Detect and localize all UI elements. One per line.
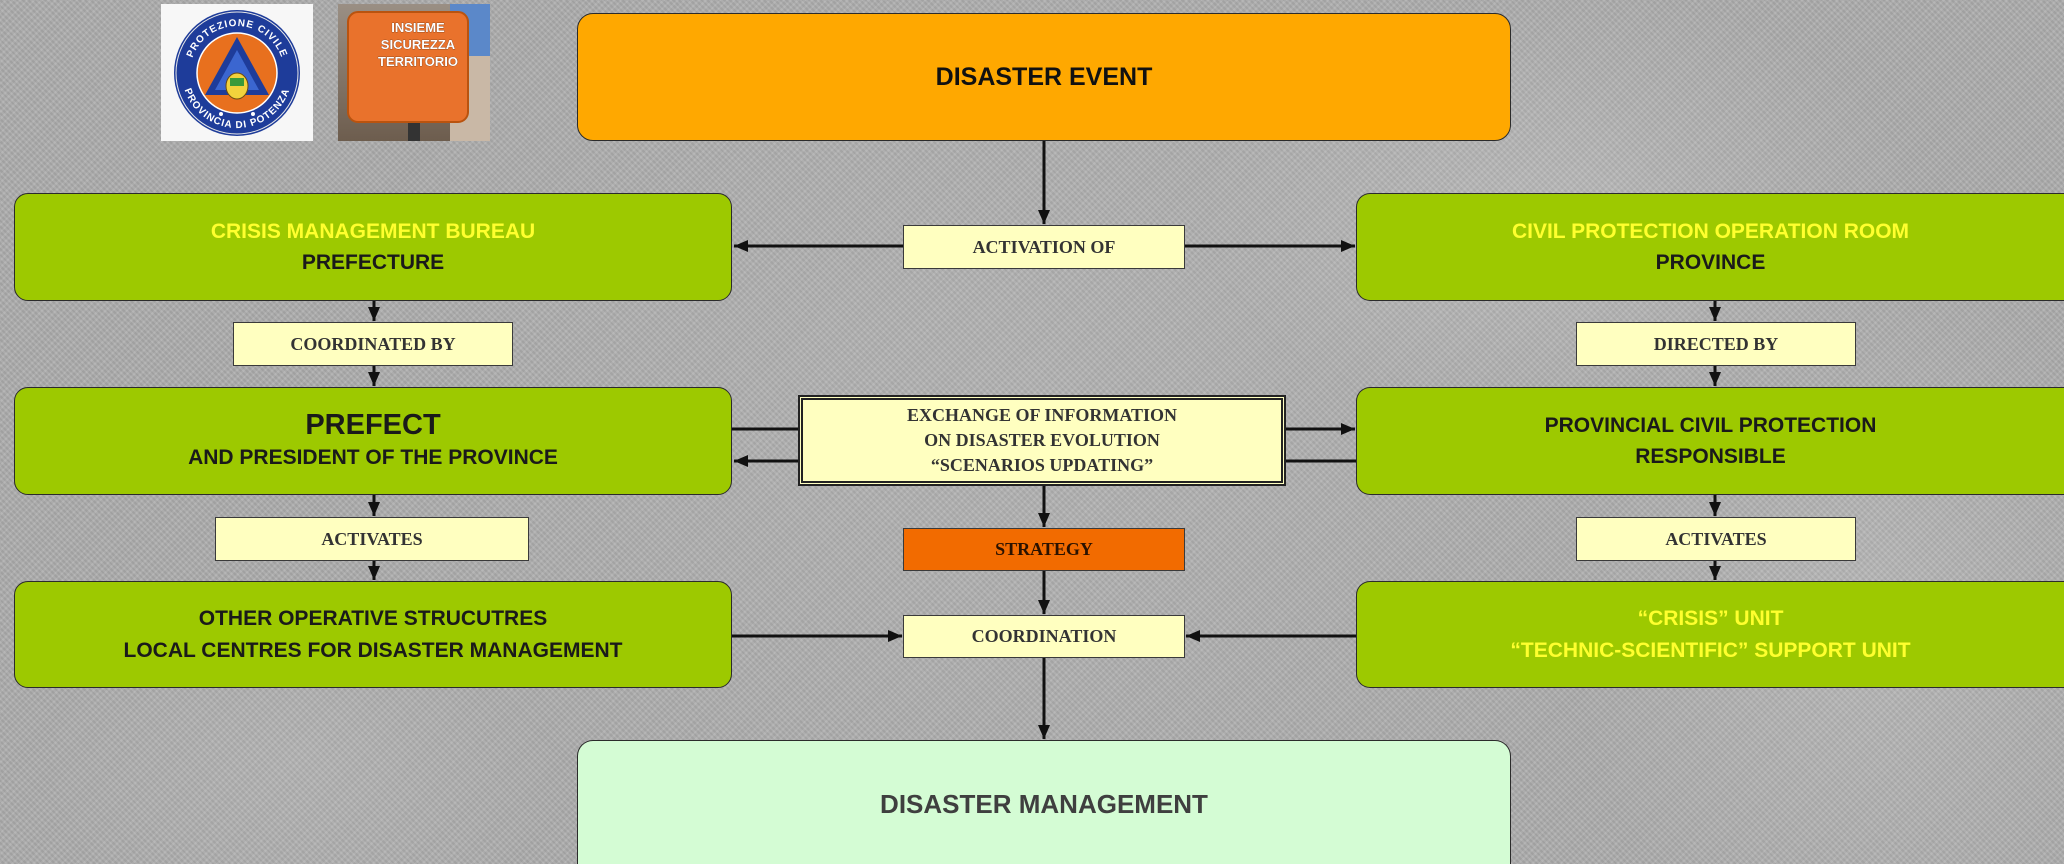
exchange-of-information-box: EXCHANGE OF INFORMATION ON DISASTER EVOL… (798, 395, 1286, 486)
disaster-management-node: DISASTER MANAGEMENT (577, 740, 1511, 864)
activates-left-text: ACTIVATES (321, 528, 423, 549)
activates-left-label-box: ACTIVATES (215, 517, 529, 561)
coordinated-by-text: COORDINATED BY (290, 333, 456, 354)
other-operative-structures-node: OTHER OPERATIVE STRUCUTRES LOCAL CENTRES… (14, 581, 732, 688)
exchange-line-1: EXCHANGE OF INFORMATION (907, 405, 1177, 426)
activates-right-label-box: ACTIVATES (1576, 517, 1856, 561)
prefect-node: PREFECT AND PRESIDENT OF THE PROVINCE (14, 387, 732, 495)
sign-line-2: SICUREZZA (381, 37, 456, 52)
prefect-title: PREFECT (305, 408, 441, 441)
directed-by-text: DIRECTED BY (1653, 333, 1779, 354)
coordination-text: COORDINATION (971, 626, 1117, 646)
exchange-line-2: ON DISASTER EVOLUTION (924, 430, 1160, 451)
crisis-unit-node: “CRISIS” UNIT “TECHNIC-SCIENTIFIC” SUPPO… (1356, 581, 2064, 688)
operation-room-title: CIVIL PROTECTION OPERATION ROOM (1511, 219, 1910, 243)
coordinated-by-label-box: COORDINATED BY (233, 322, 513, 366)
activates-right-text: ACTIVATES (1665, 528, 1767, 549)
directed-by-label-box: DIRECTED BY (1576, 322, 1856, 366)
civil-protection-operation-room-node: CIVIL PROTECTION OPERATION ROOM PROVINCE (1356, 193, 2064, 301)
provincial-civil-protection-responsible-node: PROVINCIAL CIVIL PROTECTION RESPONSIBLE (1356, 387, 2064, 495)
crisis-bureau-title: CRISIS MANAGEMENT BUREAU (210, 219, 536, 243)
insieme-sicurezza-territorio-sign-photo: INSIEME SICUREZZA TERRITORIO (338, 4, 490, 141)
protezione-civile-badge-logo: PROTEZIONE CIVILE PROVINCIA DI POTENZA (161, 4, 313, 141)
prefect-subtitle: AND PRESIDENT OF THE PROVINCE (188, 445, 558, 469)
operation-room-subtitle: PROVINCE (1655, 251, 1766, 274)
sign-line-1: INSIEME (391, 20, 445, 35)
other-structures-subtitle: LOCAL CENTRES FOR DISASTER MANAGEMENT (123, 638, 623, 662)
other-structures-title: OTHER OPERATIVE STRUCUTRES (198, 607, 548, 630)
activation-of-text: ACTIVATION OF (972, 236, 1116, 257)
crisis-management-bureau-node: CRISIS MANAGEMENT BUREAU PREFECTURE (14, 193, 732, 301)
provincial-responsible-title: PROVINCIAL CIVIL PROTECTION (1544, 413, 1877, 437)
exchange-line-3: “SCENARIOS UPDATING” (930, 454, 1154, 475)
provincial-responsible-subtitle: RESPONSIBLE (1635, 445, 1786, 468)
disaster-event-label: DISASTER EVENT (935, 62, 1153, 91)
coordination-box: COORDINATION (903, 615, 1185, 658)
crisis-unit-title: “CRISIS” UNIT (1637, 607, 1784, 630)
disaster-event-node: DISASTER EVENT (577, 13, 1511, 141)
strategy-text: STRATEGY (995, 539, 1093, 559)
strategy-box: STRATEGY (903, 528, 1185, 571)
sign-line-3: TERRITORIO (378, 54, 458, 69)
crisis-unit-subtitle: “TECHNIC-SCIENTIFIC” SUPPORT UNIT (1510, 638, 1911, 662)
disaster-management-label: DISASTER MANAGEMENT (880, 789, 1208, 819)
activation-of-label-box: ACTIVATION OF (903, 225, 1185, 269)
crisis-bureau-subtitle: PREFECTURE (301, 251, 445, 274)
